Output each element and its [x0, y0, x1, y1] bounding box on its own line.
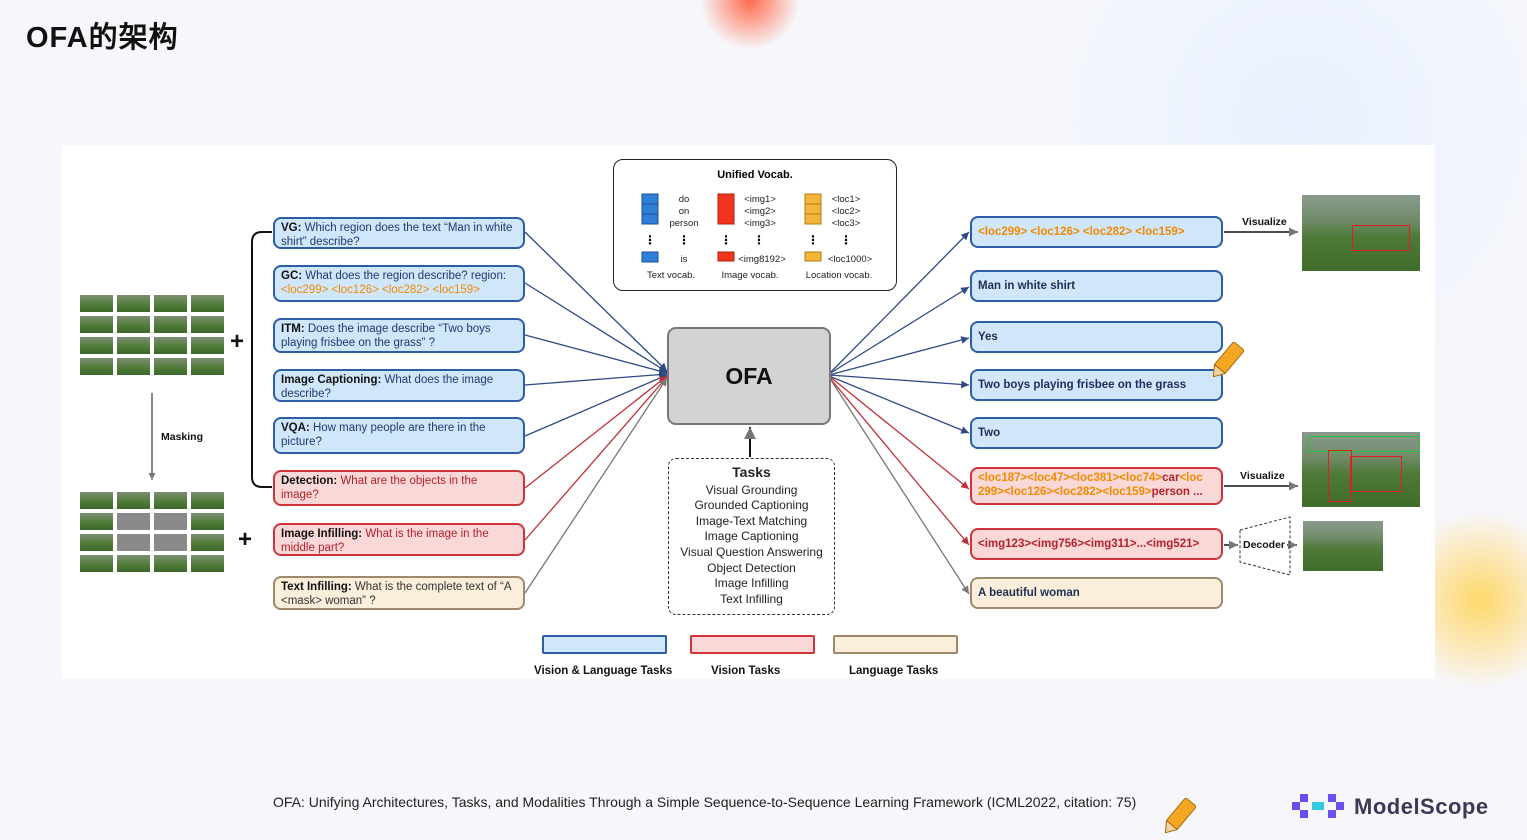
link-vqa [524, 374, 668, 437]
svg-text:⋮: ⋮ [644, 233, 656, 247]
visualize-label: Visualize [1240, 470, 1285, 482]
input-vg: VG: Which region does the text “Man in w… [273, 217, 525, 249]
svg-text:⋮: ⋮ [678, 233, 690, 247]
link-ti [524, 377, 668, 594]
visualize-detection-photo [1302, 432, 1420, 507]
plus-icon: + [238, 526, 253, 553]
visualize-label: Visualize [1242, 216, 1287, 228]
input-text-infilling: Text Infilling: What is the complete tex… [273, 576, 525, 610]
visualize-grounding-photo [1302, 195, 1420, 271]
decoder-label: Decoder [1243, 539, 1286, 551]
masking-label: Masking [161, 431, 204, 443]
pencil-icon [1164, 797, 1197, 834]
vocab-blocks: ⋮ ⋮ ⋮ ⋮ ⋮ ⋮ [641, 193, 852, 263]
input-itm: ITM: Does the image describe “Two boys p… [273, 318, 525, 353]
legend-label: Vision Tasks [711, 665, 781, 677]
vocab-title: Unified Vocab. [717, 169, 793, 181]
modelscope-logo-icon [1292, 794, 1344, 818]
input-image-captioning: Image Captioning: What does the image de… [273, 369, 525, 402]
pencil-icon [1212, 341, 1245, 378]
output-gc: Man in white shirt [970, 270, 1223, 302]
ofa-architecture-diagram: Masking + + VG: Which region does the te… [62, 145, 1435, 679]
modelscope-logo: ModelScope [1292, 792, 1489, 822]
masked-image-grid [80, 492, 224, 572]
link-det [524, 375, 668, 489]
ofa-model-box: OFA [667, 327, 831, 425]
output-detection: <loc187><loc47><loc381><loc74>car<loc 29… [970, 467, 1223, 505]
legend-label: Vision & Language Tasks [534, 665, 673, 677]
connector-lines [148, 227, 1298, 595]
input-image-grid [80, 295, 224, 375]
input-detection: Detection: What are the objects in the i… [273, 470, 525, 506]
legend-swatch-vl [542, 635, 667, 654]
svg-text:⋮: ⋮ [753, 233, 765, 247]
link-ii [524, 376, 668, 541]
footer-citation: OFA: Unifying Architectures, Tasks, and … [273, 794, 1137, 810]
decoded-image-photo [1303, 521, 1383, 571]
output-text-infilling: A beautiful woman [970, 577, 1223, 609]
brand-name: ModelScope [1354, 794, 1489, 819]
link-vg [524, 231, 668, 372]
input-vqa: VQA: How many people are there in the pi… [273, 417, 525, 454]
input-gc: GC: What does the region describe? regio… [273, 265, 525, 302]
link-gc [524, 282, 668, 373]
tasks-box: Tasks Visual Grounding Grounded Captioni… [668, 458, 835, 615]
svg-text:⋮: ⋮ [807, 233, 819, 247]
link-itm [524, 334, 668, 375]
output-vg: <loc299> <loc126> <loc282> <loc159> [970, 216, 1223, 248]
plus-icon: + [230, 328, 245, 355]
output-itm: Yes [970, 321, 1223, 353]
output-image-infilling: <img123><img756><img311>...<img521> [970, 528, 1223, 560]
svg-text:⋮: ⋮ [720, 233, 732, 247]
output-caption: Two boys playing frisbee on the grass [970, 369, 1223, 401]
legend-swatch-vision [690, 635, 815, 654]
link-ic [524, 370, 668, 386]
svg-text:⋮: ⋮ [840, 233, 852, 247]
slide-title: OFA的架构 [26, 22, 179, 54]
legend-label: Language Tasks [849, 665, 939, 677]
input-image-infilling: Image Infilling: What is the image in th… [273, 523, 525, 556]
output-vqa: Two [970, 417, 1223, 449]
legend-swatch-language [833, 635, 958, 654]
